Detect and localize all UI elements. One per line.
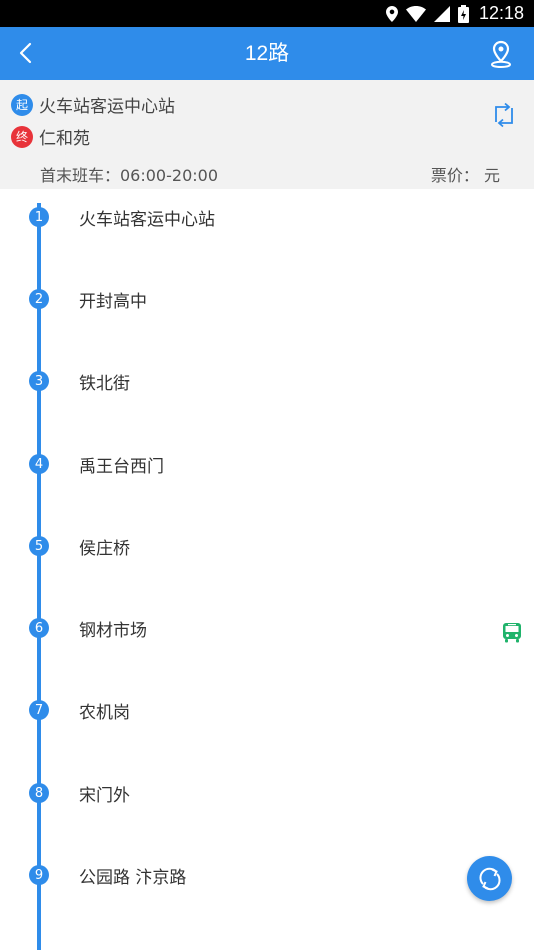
end-stop-row: 终 仁和苑	[11, 124, 90, 149]
map-button[interactable]	[488, 40, 514, 69]
wifi-icon	[405, 5, 426, 22]
list-item[interactable]: 1 火车站客运中心站	[0, 189, 534, 249]
location-icon	[385, 5, 398, 22]
app-bar: 12路	[0, 27, 534, 80]
stop-name: 铁北街	[79, 374, 130, 394]
stop-number: 2	[29, 289, 49, 309]
status-bar: 12:18	[0, 0, 534, 27]
stop-name: 禹王台西门	[79, 457, 164, 477]
stop-name: 侯庄桥	[79, 539, 130, 559]
end-badge: 终	[11, 125, 33, 148]
refresh-icon	[478, 867, 501, 890]
swap-direction-button[interactable]	[491, 102, 517, 128]
list-item[interactable]: 9 公园路 汴京路	[0, 847, 534, 907]
bus-icon	[503, 623, 521, 643]
stop-name: 农机岗	[79, 703, 130, 723]
signal-icon	[433, 5, 450, 22]
list-item[interactable]: 5 侯庄桥	[0, 518, 534, 578]
list-item[interactable]: 2 开封高中	[0, 271, 534, 331]
stop-number: 7	[29, 700, 49, 720]
stop-number: 5	[29, 536, 49, 556]
stop-name: 公园路 汴京路	[79, 868, 187, 888]
start-stop-row: 起 火车站客运中心站	[11, 92, 175, 117]
stop-list: 1 火车站客运中心站 2 开封高中 3 铁北街 4 禹王台西门 5 侯庄桥 6 …	[0, 189, 534, 950]
schedule-text: 首末班车：06:00-20:00	[40, 166, 218, 185]
list-item[interactable]: 6 钢材市场	[0, 600, 534, 660]
stop-number: 4	[29, 454, 49, 474]
stop-name: 宋门外	[79, 786, 130, 806]
back-button[interactable]	[12, 39, 42, 69]
stop-number: 3	[29, 371, 49, 391]
stop-number: 1	[29, 207, 49, 227]
status-time: 12:18	[478, 3, 524, 23]
route-line	[37, 203, 41, 950]
page-title: 12路	[244, 42, 290, 65]
swap-direction-icon	[495, 102, 513, 128]
list-item[interactable]: 7 农机岗	[0, 682, 534, 742]
route-info-panel: 起 火车站客运中心站 终 仁和苑 首末班车：06:00-20:00 票价： 元	[0, 80, 534, 189]
battery-icon	[457, 4, 469, 23]
fare-text: 票价： 元	[430, 166, 500, 185]
end-stop-name: 仁和苑	[39, 129, 90, 149]
list-item[interactable]: 8 宋门外	[0, 765, 534, 825]
chevron-left-icon	[19, 42, 32, 64]
refresh-button[interactable]	[467, 856, 512, 901]
list-item[interactable]: 3 铁北街	[0, 353, 534, 413]
stop-name: 火车站客运中心站	[79, 210, 215, 230]
stop-number: 6	[29, 618, 49, 638]
list-item[interactable]: 4 禹王台西门	[0, 436, 534, 496]
map-pin-icon	[490, 40, 512, 69]
start-stop-name: 火车站客运中心站	[39, 97, 175, 117]
start-badge: 起	[11, 93, 33, 116]
stop-number: 9	[29, 865, 49, 885]
stop-name: 钢材市场	[79, 621, 147, 641]
stop-number: 8	[29, 783, 49, 803]
stop-name: 开封高中	[79, 292, 147, 312]
